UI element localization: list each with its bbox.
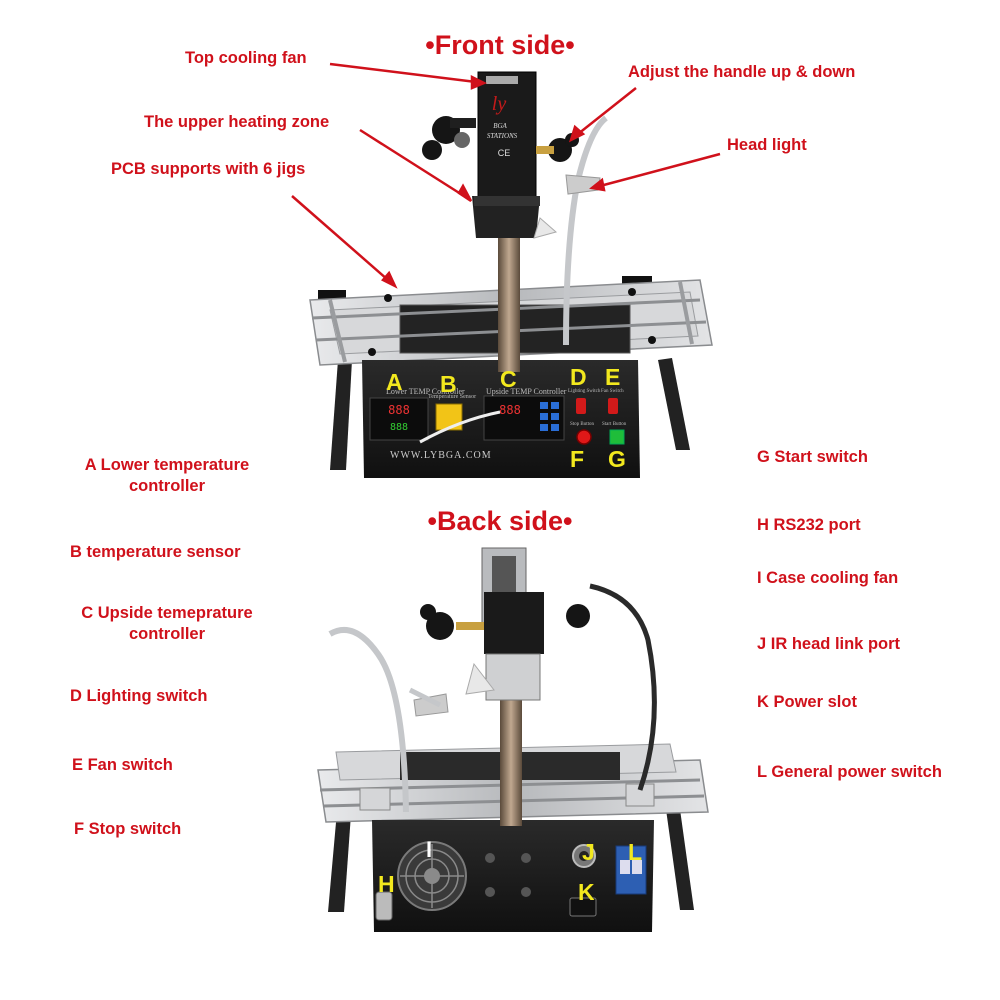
legend-c-line2: controller	[128, 625, 206, 643]
marker-g: G	[608, 446, 626, 472]
marker-d: D	[570, 364, 587, 390]
legend-i: I Case cooling fan	[757, 569, 899, 587]
marker-c: C	[500, 366, 517, 392]
legend-k: K Power slot	[757, 693, 857, 711]
label-upper-heating-zone: The upper heating zone	[144, 113, 330, 131]
label-head-light: Head light	[727, 136, 807, 154]
legend-e: E Fan switch	[72, 756, 173, 774]
head-ce-text: CE	[498, 148, 511, 158]
start-button-label: Start Button	[602, 422, 627, 427]
back-side-heading: •Back side•	[427, 506, 573, 536]
legend-c-line1: C Upside temeprature	[81, 604, 253, 622]
front-side-heading: •Front side•	[425, 30, 575, 60]
legend-f: F Stop switch	[74, 820, 182, 838]
label-adjust-handle: Adjust the handle up & down	[628, 63, 856, 81]
legend-j: J IR head link port	[757, 635, 901, 653]
legend-c: C Upside temeprature controller	[68, 603, 266, 645]
label-top-cooling-fan: Top cooling fan	[185, 49, 307, 67]
lower-display: 888	[388, 403, 410, 417]
back-head-light	[328, 583, 657, 813]
marker-h: H	[378, 871, 395, 897]
back-device	[317, 547, 709, 932]
marker-e: E	[605, 364, 621, 390]
marker-b: B	[440, 371, 457, 397]
lighting-switch-label: Lighting Switch	[568, 389, 601, 394]
legend-d: D Lighting switch	[70, 687, 208, 705]
head-logo: ly	[492, 93, 507, 115]
marker-k: K	[578, 879, 595, 905]
back-heating-head	[420, 547, 590, 826]
upside-controller-label: Upside TEMP Controller	[486, 387, 567, 396]
lower-display-set: 888	[390, 422, 408, 433]
marker-l: L	[628, 839, 643, 865]
marker-j: J	[582, 839, 595, 865]
legend-l: L General power switch	[757, 763, 942, 781]
front-heating-head: ly BGA STATIONS CE	[422, 71, 579, 372]
legend-a-line2: controller	[128, 477, 206, 495]
upper-display: 888	[499, 403, 521, 417]
lower-controller-label: Lower TEMP Controller	[386, 387, 465, 396]
legend-h: H RS232 port	[757, 516, 861, 534]
legend-b: B temperature sensor	[70, 543, 241, 561]
marker-f: F	[570, 446, 585, 472]
legend-a-line1: A Lower temperature	[84, 456, 250, 474]
head-bga-text: BGA	[493, 122, 507, 130]
label-pcb-supports: PCB supports with 6 jigs	[111, 160, 306, 178]
marker-i: I	[426, 837, 433, 862]
front-base-box: 888 888 888 Lower TEMP Controller Temper…	[362, 360, 640, 478]
legend-g: G Start switch	[757, 448, 868, 466]
legend-a: A Lower temperature controller	[70, 455, 264, 497]
back-base-box	[372, 820, 654, 932]
head-station-text: STATIONS	[487, 132, 518, 140]
stop-button-label: Stop Button	[570, 422, 595, 427]
website-text: WWW.LYBGA.COM	[390, 450, 492, 461]
marker-a: A	[386, 369, 403, 395]
sensor-panel-label: Temperature Sensor	[428, 394, 476, 400]
front-device: 888 888 888 Lower TEMP Controller Temper…	[309, 71, 713, 478]
fan-switch-label: Fan Switch	[601, 389, 624, 394]
back-legs	[328, 795, 694, 912]
